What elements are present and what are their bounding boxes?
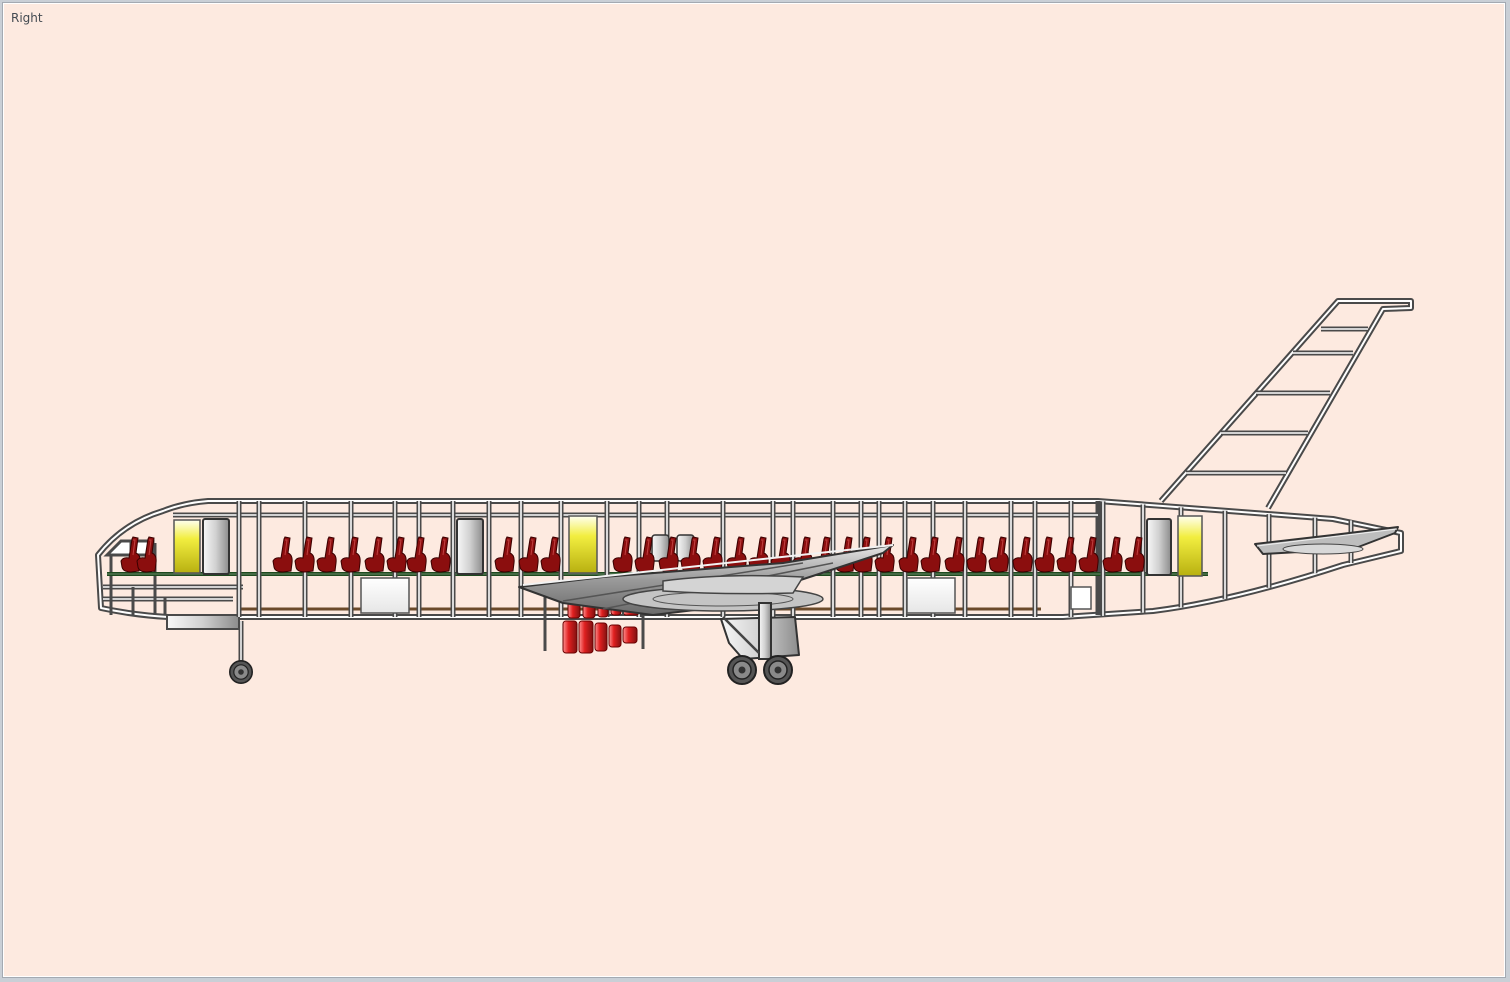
passenger-seats [120,536,1145,573]
horizontal-stabilizer [1254,526,1399,555]
seat-icon [702,536,723,573]
seat-icon [966,536,987,573]
view-name-label[interactable]: Right [11,11,43,25]
wheel-icon [727,655,757,685]
seat-icon [944,536,965,573]
aircraft-model[interactable] [3,3,1505,977]
seat-icon [988,536,1009,573]
wheel-icon [229,659,253,685]
seat-icon [612,536,633,573]
seat-icon [1124,536,1145,573]
cargo-container [360,577,1092,614]
seat-icon [494,536,515,573]
main-landing-gear[interactable] [720,602,800,685]
seat-icon [1012,536,1033,573]
seat-icon [1034,536,1055,573]
seat-icon [1056,536,1077,573]
seat-icon [898,536,919,573]
seat-icon [364,536,385,573]
seat-icon [1102,536,1123,573]
vertical-stabilizer [1158,298,1414,510]
nose-landing-gear[interactable] [229,621,253,685]
seat-icon [540,536,561,573]
wing [518,544,894,616]
seat-icon [1078,536,1099,573]
seat-icon [430,536,451,573]
wheel-icon [763,655,793,685]
seat-icon [272,536,293,573]
galley-module [173,515,1203,577]
seat-icon [316,536,337,573]
